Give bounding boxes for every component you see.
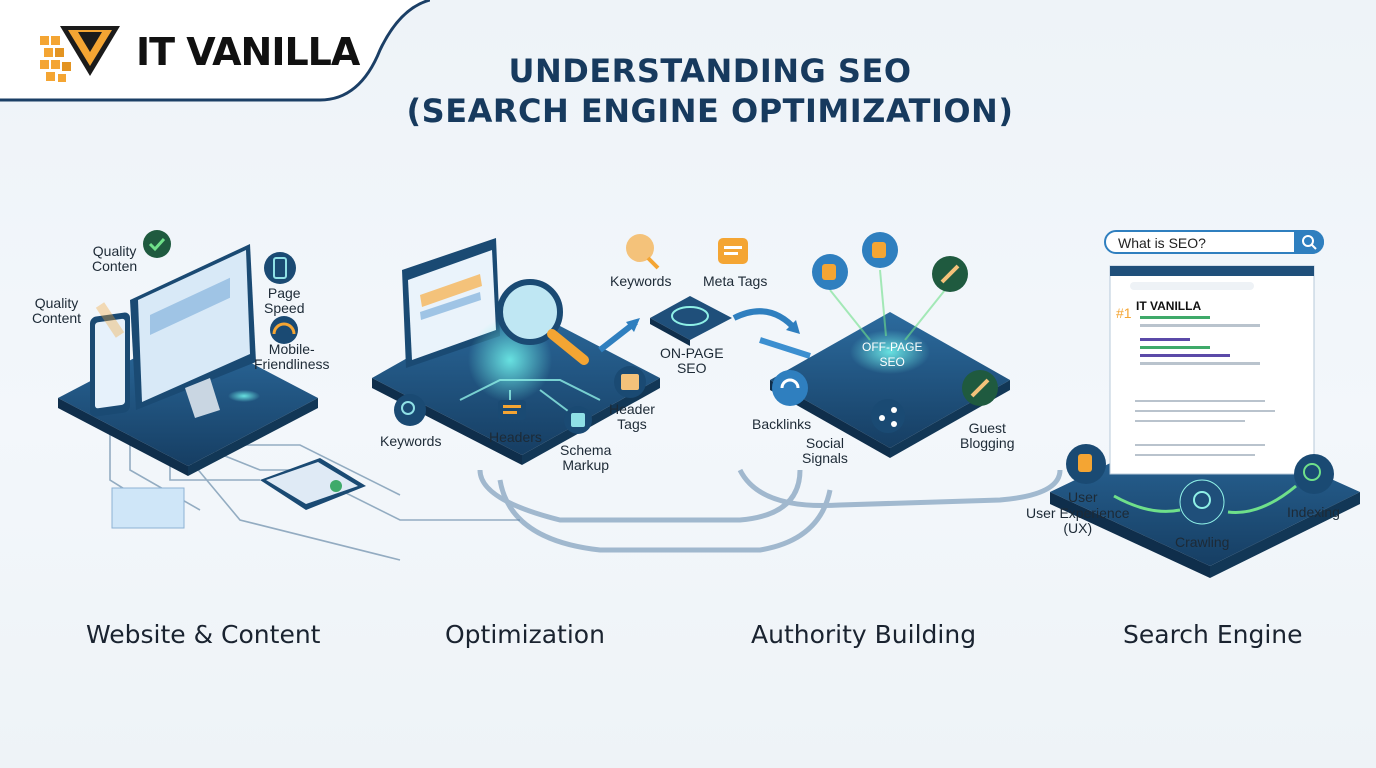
label-meta-tags: Meta Tags — [703, 273, 768, 289]
search-results-page — [1109, 265, 1315, 475]
monitor-icon — [130, 244, 260, 418]
chip-square — [111, 487, 185, 529]
tablet-icon — [260, 458, 366, 510]
phone-icon — [90, 312, 130, 417]
search-icon — [1302, 235, 1317, 250]
result-brand: IT VANILLA — [1136, 299, 1201, 313]
offpage-glow — [850, 330, 930, 374]
heading-website-content: Website & Content — [86, 620, 321, 649]
label-keywords: Keywords — [380, 433, 442, 449]
keyword-magnifier-icon — [626, 234, 654, 262]
magnifier-icon — [497, 279, 589, 365]
indexing-icon — [1294, 454, 1334, 494]
share-icon — [871, 399, 905, 433]
arrow-to-offpage — [732, 308, 799, 333]
mobile-speed-icon — [264, 252, 296, 284]
search-button[interactable] — [1294, 230, 1324, 254]
backlinks-icon — [772, 370, 808, 406]
label-crawling: Crawling — [1175, 534, 1230, 550]
authority-beams — [829, 269, 946, 341]
label-user: User — [1068, 489, 1098, 505]
page-title-line2: (SEARCH ENGINE OPTIMIZATION) — [406, 92, 1014, 130]
headers-icon — [498, 400, 526, 420]
label-keywords-top: Keywords — [610, 273, 672, 289]
flow-pipes — [477, 468, 1063, 553]
gauge-icon — [270, 316, 298, 344]
meta-tags-icon — [718, 238, 748, 264]
label-indexing: Indexing — [1287, 504, 1340, 520]
logo-panel — [0, 0, 430, 102]
heading-search-engine: Search Engine — [1123, 620, 1303, 649]
heading-authority-building: Authority Building — [751, 620, 977, 649]
ux-flow-arrow — [1113, 494, 1181, 513]
heading-optimization: Optimization — [445, 620, 605, 649]
browser-window-icon — [402, 238, 500, 368]
quality-check-icon — [143, 230, 171, 258]
label-user-experience: User Experience(UX) — [1026, 505, 1130, 536]
label-backlinks: Backlinks — [752, 416, 812, 432]
search-query: What is SEO? — [1118, 235, 1206, 251]
on-page-hub — [650, 296, 732, 346]
page-title-line1: UNDERSTANDING SEO — [508, 52, 912, 90]
rank-badge: #1 — [1116, 305, 1132, 321]
arrow-to-offpage-2 — [759, 337, 811, 359]
brand-name: IT VANILLA — [136, 30, 360, 74]
it-vanilla-logo-icon — [40, 26, 120, 82]
crawler-icon — [1179, 479, 1225, 525]
search-bar[interactable]: What is SEO? — [1104, 230, 1324, 254]
label-headers: Headers — [489, 429, 542, 445]
label-mobile: Mobile-Friendliness — [254, 341, 330, 372]
keywords-search-icon — [394, 394, 426, 426]
index-flow-arrow — [1227, 484, 1297, 514]
quality-content-glow — [95, 302, 125, 338]
